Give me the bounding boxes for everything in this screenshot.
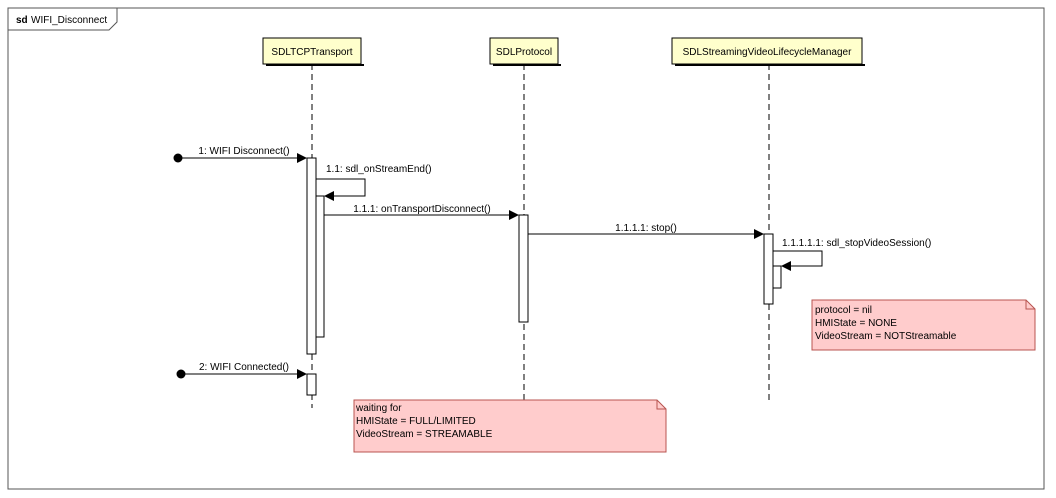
message-1-1-1-1-label: 1.1.1.1: stop()	[615, 223, 677, 234]
frame-label-box	[7, 7, 118, 31]
lifeline-protocol-label: SDLProtocol	[496, 47, 552, 58]
message-1-1-1-label: 1.1.1: onTransportDisconnect()	[353, 204, 490, 215]
note-state-line-1: protocol = nil	[815, 305, 872, 316]
note-waiting-line-2: HMIState = FULL/LIMITED	[356, 416, 476, 427]
note-waiting-line-1: waiting for	[355, 403, 402, 414]
message-1-1-label: 1.1: sdl_onStreamEnd()	[326, 164, 432, 175]
activation-protocol	[518, 214, 529, 323]
message-1-1-arrow[interactable]	[316, 178, 366, 201]
note-waiting[interactable]: waiting for HMIState = FULL/LIMITED Vide…	[353, 399, 667, 453]
activation-manager	[763, 233, 774, 305]
activation-manager-nested	[772, 265, 782, 289]
lifeline-transport-head[interactable]: SDLTCPTransport	[262, 37, 364, 66]
message-1-label: 1: WIFI Disconnect()	[198, 146, 289, 157]
lifeline-manager-head[interactable]: SDLStreamingVideoLifecycleManager	[671, 37, 865, 66]
message-1-1-1-1-1-label: 1.1.1.1.1: sdl_stopVideoSession()	[782, 238, 931, 249]
activation-transport-2	[306, 373, 317, 396]
frame-keyword: sd	[16, 15, 28, 26]
lifeline-protocol-head[interactable]: SDLProtocol	[489, 37, 561, 66]
lifeline-transport-label: SDLTCPTransport	[271, 47, 352, 58]
message-1-1-1-1-1-arrow[interactable]	[773, 250, 823, 271]
frame-name: WIFI_Disconnect	[31, 15, 107, 26]
note-state-line-2: HMIState = NONE	[815, 318, 897, 329]
lifeline-manager-label: SDLStreamingVideoLifecycleManager	[683, 47, 852, 58]
note-waiting-line-3: VideoStream = STREAMABLE	[356, 429, 493, 440]
note-state[interactable]: protocol = nil HMIState = NONE VideoStre…	[811, 299, 1036, 351]
activation-transport-nested	[315, 195, 325, 338]
activation-transport-1	[306, 157, 317, 355]
message-2-label: 2: WIFI Connected()	[199, 362, 289, 373]
note-state-line-3: VideoStream = NOTStreamable	[815, 331, 957, 342]
